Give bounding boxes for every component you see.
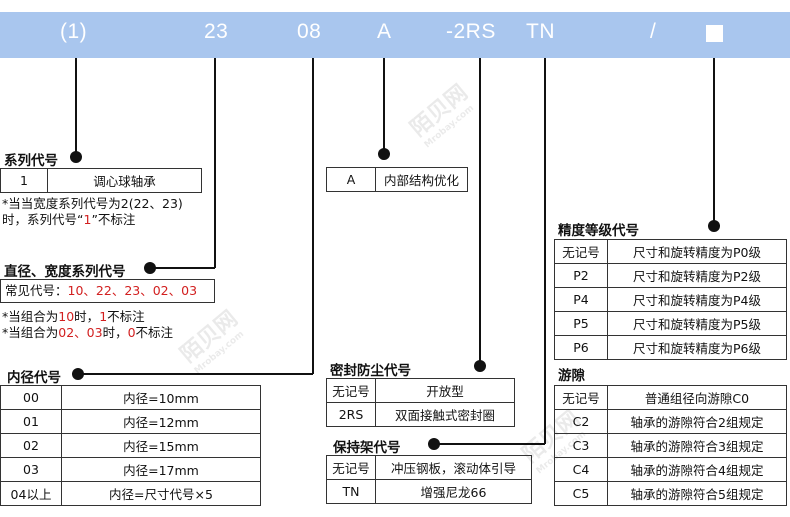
bore-title: 内径代号 (7, 370, 61, 386)
table-row: 1 调心球轴承 (0, 168, 202, 193)
dim-series-common: 常见代号：10、22、23、02、03 (0, 279, 215, 303)
table-row: 无记号冲压钢板，滚动体引导 (326, 455, 532, 480)
code-seal: -2RS (446, 20, 496, 43)
dim-series-note: *当组合为10时，1不标注 *当组合为02、03时，0不标注 (2, 309, 174, 340)
table-row: 04以上内径=尺寸代号×5 (0, 481, 261, 506)
code-header-band (0, 12, 790, 58)
cage-title: 保持架代号 (333, 440, 401, 456)
clearance-title: 游隙 (558, 368, 585, 384)
series-note: *当当宽度系列代号为2(22、23) 时，系列代号“1”不标注 (2, 196, 183, 227)
code-slash: / (650, 20, 657, 43)
precision-title: 精度等级代号 (558, 223, 639, 239)
code-cage: TN (526, 20, 555, 43)
table-row: 无记号普通组径向游隙C0 (554, 385, 787, 410)
series-table: 1 调心球轴承 (0, 168, 202, 193)
series-title: 系列代号 (4, 153, 58, 169)
table-row: 无记号开放型 (326, 378, 515, 403)
code-dimension-series: 23 (204, 20, 229, 43)
code-bore: 08 (297, 20, 322, 43)
table-row: 无记号尺寸和旋转精度为P0级 (554, 239, 787, 264)
dim-series-title: 直径、宽度系列代号 (4, 264, 126, 280)
code-series: (1) (60, 20, 88, 43)
code-internal-design: A (377, 20, 392, 43)
seal-title: 密封防尘代号 (330, 363, 411, 379)
code-placeholder-square (706, 25, 723, 42)
